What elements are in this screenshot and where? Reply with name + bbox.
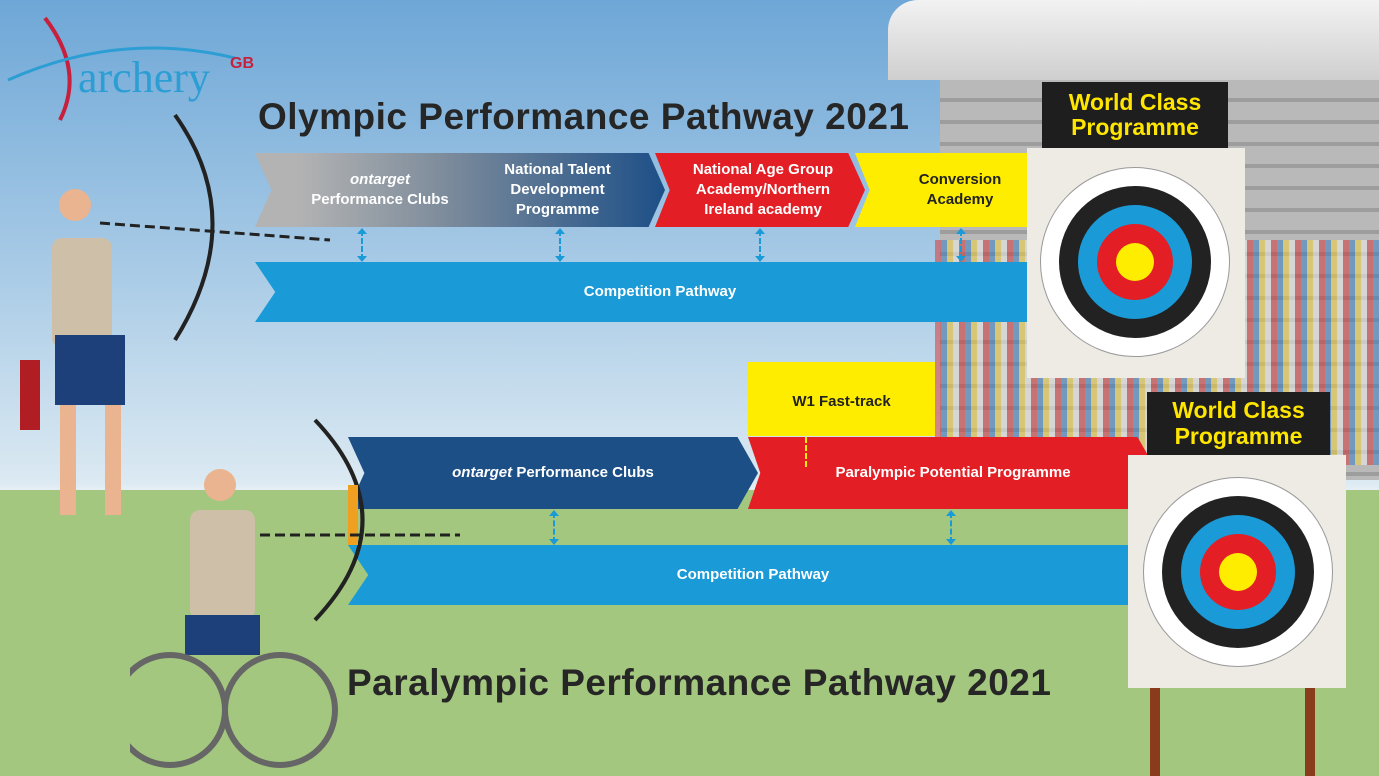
- stadium-roof: [888, 0, 1379, 80]
- stage-label: National Age Group Academy/Northern Irel…: [692, 160, 834, 219]
- logo-text: archery: [78, 53, 210, 102]
- stage-label: Paralympic Potential Programme: [835, 463, 1071, 481]
- link-arrow: [956, 228, 966, 262]
- olympic-archer-illustration: [20, 113, 331, 515]
- stage-label: Conversion Academy: [918, 170, 1002, 208]
- ontarget-prefix: ontarget: [452, 463, 513, 481]
- link-arrow: [755, 228, 765, 262]
- w1-fast-track[interactable]: W1 Fast-track: [748, 362, 935, 436]
- target-face: [1143, 477, 1333, 667]
- competition-label: Competition Pathway: [676, 565, 830, 583]
- paralympic-archer-illustration: [130, 418, 460, 768]
- olympic-world-class-programme: World Class Programme: [1042, 82, 1228, 148]
- target-stand: [1305, 688, 1315, 776]
- fast-track-arrow: [805, 437, 807, 467]
- link-arrow: [549, 510, 559, 545]
- stage-national-talent: National Talent Development Programme: [504, 160, 611, 219]
- stage-national-age-group[interactable]: National Age Group Academy/Northern Irel…: [655, 153, 865, 227]
- link-arrow: [357, 228, 367, 262]
- link-arrow: [946, 510, 956, 545]
- link-arrow: [555, 228, 565, 262]
- competition-label: Competition Pathway: [583, 282, 737, 300]
- target-face: [1040, 167, 1230, 357]
- paralympic-competition-pathway[interactable]: Competition Pathway: [348, 545, 1158, 605]
- archery-gb-logo: [7, 16, 236, 121]
- stage-label: Performance Clubs: [311, 191, 449, 208]
- paralympic-world-class-programme: World Class Programme: [1147, 392, 1330, 455]
- stage-label: Performance Clubs: [516, 463, 654, 481]
- target-stand: [1150, 688, 1160, 776]
- logo-suffix: GB: [230, 55, 254, 72]
- stage-paralympic-potential[interactable]: Paralympic Potential Programme: [748, 437, 1158, 509]
- olympic-competition-pathway[interactable]: Competition Pathway: [255, 262, 1065, 322]
- stage-para-ontarget-clubs[interactable]: ontarget Performance Clubs: [348, 437, 758, 509]
- olympic-title: Olympic Performance Pathway 2021: [258, 96, 910, 137]
- paralympic-title: Paralympic Performance Pathway 2021: [347, 662, 1052, 703]
- fast-track-label: W1 Fast-track: [792, 393, 891, 410]
- ontarget-prefix: ontarget: [350, 170, 410, 188]
